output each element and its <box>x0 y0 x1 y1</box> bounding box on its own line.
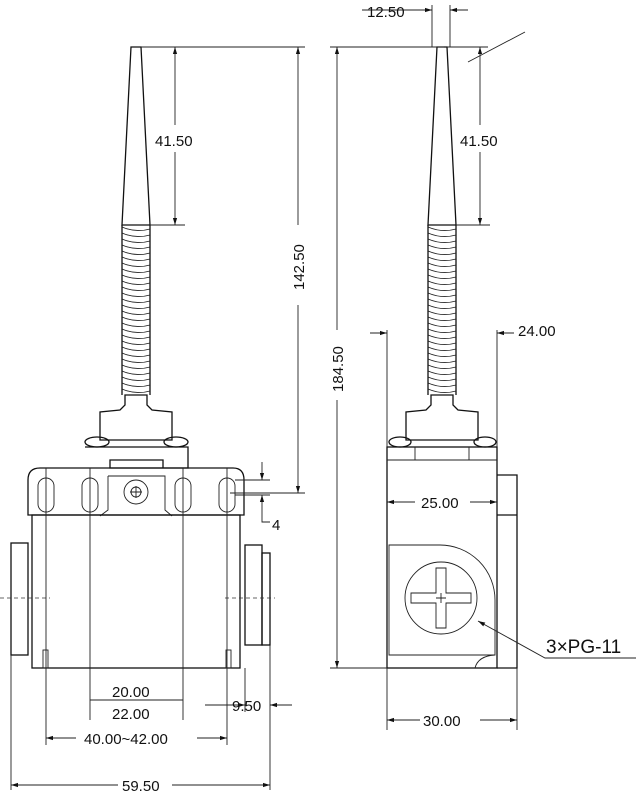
dim-rod-length-left: 41.50 <box>155 133 193 150</box>
spring-coil-turn <box>427 280 457 286</box>
dim-hole-spacing-b: 22.00 <box>112 706 150 723</box>
spring-coil-turn <box>427 346 457 352</box>
dim-rod-length-right: 41.50 <box>460 133 498 150</box>
spring-coil-turn <box>121 376 151 382</box>
spring-coil-turn <box>121 370 151 376</box>
spring-coil-turn <box>121 256 151 262</box>
spring-coil-turn <box>121 382 151 388</box>
spring-coil-turn <box>121 232 151 238</box>
spring-coil-turn <box>427 304 457 310</box>
side-view <box>330 5 518 730</box>
dim-gland-offset: 9.50 <box>232 698 261 715</box>
front-view <box>0 46 305 790</box>
pg11-callout: 3×PG-11 <box>546 637 621 658</box>
dim-mount-spacing: 40.00~42.00 <box>84 731 168 748</box>
spring-coil-turn <box>427 274 457 280</box>
screw-icon <box>84 436 110 448</box>
dim-overall-width: 59.50 <box>122 778 160 795</box>
spring-coil-turn <box>121 244 151 250</box>
mounting-slots <box>37 477 236 513</box>
spring-coil-turn <box>427 322 457 328</box>
gland-boss <box>388 544 496 656</box>
spring-coil-turn <box>427 310 457 316</box>
dim-body-depth-inner: 25.00 <box>421 495 459 512</box>
spring-coil-turn <box>121 268 151 274</box>
spring-coil-turn <box>427 376 457 382</box>
spring-coil-turn <box>121 328 151 334</box>
spring-coil-turn <box>121 262 151 268</box>
spring-coil-turn <box>427 382 457 388</box>
spring-coil-turn <box>427 262 457 268</box>
spring-coil-turn <box>121 298 151 304</box>
spring-coil-turn <box>427 364 457 370</box>
spring-coil-turn <box>427 298 457 304</box>
spring-coil-turn <box>121 346 151 352</box>
spring-coil-turn <box>121 304 151 310</box>
gland-left <box>10 542 29 656</box>
spring-coil-turn <box>121 250 151 256</box>
spring-coil-turn <box>121 334 151 340</box>
head-block <box>85 446 189 469</box>
screw-icon <box>163 436 189 448</box>
spring-coil-turn <box>121 310 151 316</box>
dim-total-height: 184.50 <box>330 346 347 392</box>
spring-coil-turn <box>121 280 151 286</box>
spring-coil <box>121 225 151 395</box>
dim-slot-offset: 4 <box>272 517 280 534</box>
spring-coil-turn <box>427 238 457 244</box>
spring-coil-turn <box>427 352 457 358</box>
spring-coil-turn <box>121 352 151 358</box>
pg11-gland <box>404 561 478 635</box>
spring-coil-turn <box>121 322 151 328</box>
spring-coil-turn <box>427 244 457 250</box>
spring-coil-turn <box>121 274 151 280</box>
spring-coil-turn <box>427 226 457 232</box>
spring-coil-turn <box>121 292 151 298</box>
spring-coil-turn <box>121 226 151 232</box>
dim-body-depth: 30.00 <box>423 713 461 730</box>
spring-coil-turn <box>121 388 151 394</box>
rod-taper <box>121 46 151 226</box>
screw-icon <box>123 479 149 505</box>
spring-coil-turn <box>427 370 457 376</box>
spring-coil-turn <box>121 238 151 244</box>
spring-coil-turn <box>121 364 151 370</box>
spring-coil-turn <box>427 388 457 394</box>
spring-coil-turn <box>121 340 151 346</box>
spring-coil-turn <box>121 286 151 292</box>
spring-coil-turn <box>427 340 457 346</box>
switch-body <box>31 514 241 669</box>
spring-coil-turn <box>121 358 151 364</box>
spring-coil-turn <box>427 286 457 292</box>
side-body <box>386 446 498 669</box>
spring-coil-turn <box>427 358 457 364</box>
dim-head-width: 24.00 <box>518 323 556 340</box>
spring-coil-turn <box>427 316 457 322</box>
spring-coil-turn <box>427 256 457 262</box>
gland-right <box>244 544 263 646</box>
spring-coil-turn <box>427 292 457 298</box>
collar <box>99 394 173 441</box>
dim-actuator-height: 142.50 <box>291 244 308 290</box>
cross-icon <box>410 567 472 629</box>
dim-top-width: 12.50 <box>367 4 405 21</box>
spring-coil-turn <box>121 316 151 322</box>
dim-hole-spacing-a: 20.00 <box>112 684 150 701</box>
spring-coil-turn <box>427 268 457 274</box>
spring-coil-turn <box>427 334 457 340</box>
spring-coil-turn <box>427 232 457 238</box>
spring-coil-turn <box>427 328 457 334</box>
spring-coil-turn <box>427 250 457 256</box>
